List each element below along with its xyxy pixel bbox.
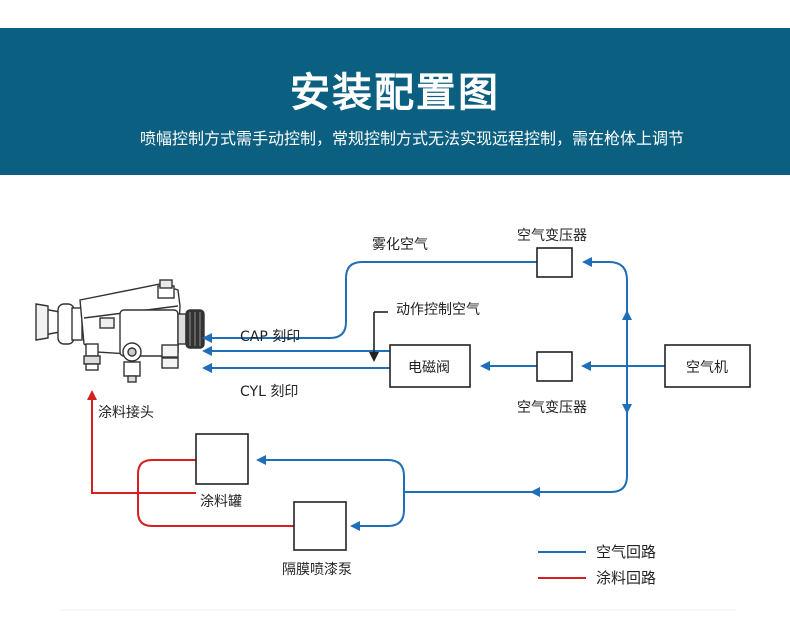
label-paint-joint: 涂料接头 [98, 404, 154, 421]
label-cyl-mark: CYL 刻印 [240, 384, 298, 400]
page-subtitle: 喷幅控制方式需手动控制，常规控制方式无法实现远程控制，需在枪体上调节 [140, 129, 685, 148]
label-regulator-top: 空气变压器 [517, 228, 587, 244]
air-regulator-top-box [536, 247, 573, 278]
compressor-box [664, 344, 751, 388]
label-cap-mark: CAP 刻印 [240, 329, 300, 345]
legend-paint-label: 涂料回路 [596, 569, 656, 587]
label-paint-tank: 涂料罐 [200, 494, 242, 510]
air-line-to-pump [350, 492, 405, 531]
air-line-to-tank [256, 455, 405, 492]
label-action-air: 动作控制空气 [396, 302, 480, 318]
paint-tank-box [195, 433, 249, 485]
diaphragm-pump-box [293, 501, 347, 551]
legend-air-label: 空气回路 [596, 543, 656, 561]
label-diaphragm-pump: 隔膜喷漆泵 [282, 562, 352, 578]
air-lines [202, 257, 665, 531]
air-line-trunk-up [582, 257, 628, 366]
label-solenoid-valve: 电磁阀 [408, 360, 450, 376]
air-line-atomizing [202, 261, 537, 343]
air-regulator-mid-box [536, 351, 573, 382]
page-title: 安装配置图 [290, 70, 500, 116]
label-regulator-mid: 空气变压器 [517, 400, 587, 416]
label-compressor: 空气机 [686, 360, 728, 376]
air-line-trunk-down [530, 366, 628, 497]
legend: 空气回路 涂料回路 [538, 543, 656, 587]
paint-lines [87, 390, 294, 527]
label-atomizing-air: 雾化空气 [372, 237, 428, 253]
page-header: 安装配置图 喷幅控制方式需手动控制，常规控制方式无法实现远程控制，需在枪体上调节 [0, 28, 790, 175]
spray-gun-illustration [35, 279, 205, 383]
solenoid-valve-box [389, 344, 471, 388]
paint-line-tank-pump [137, 459, 294, 527]
paint-line-to-gun [87, 390, 196, 494]
